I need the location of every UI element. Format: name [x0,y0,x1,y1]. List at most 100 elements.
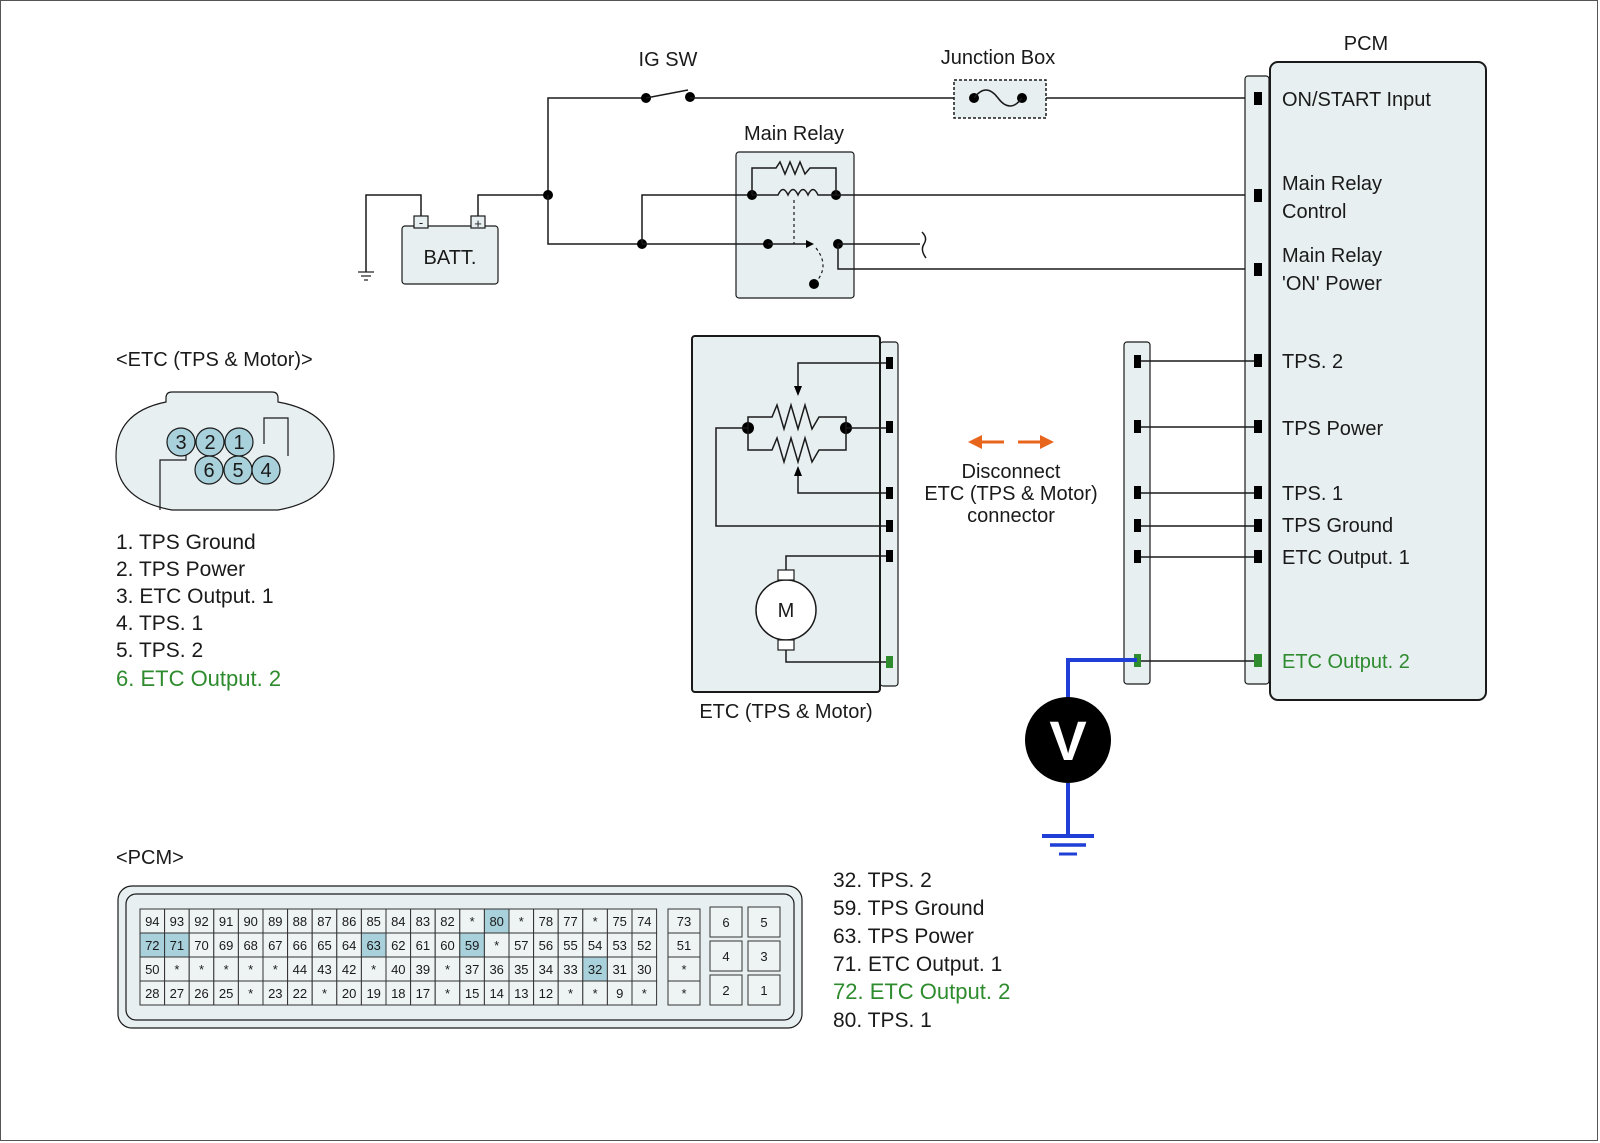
pcm-connector-big-pin [747,906,781,938]
pcm-connector-pin-label: 94 [145,914,159,929]
pcm-connector-pin [262,980,289,1006]
pcm-connector-pin-label: 61 [416,938,430,953]
pcm-connector-pin [237,908,264,934]
pcm-label-tps1: TPS. 1 [1282,483,1343,505]
pcm-connector-pin-label: 36 [489,962,503,977]
pcm-connector-big-pin-label: 3 [760,949,767,964]
pcm-pin-tps-power [1254,420,1262,433]
wire-ig-feed [547,97,646,194]
pcm-connector-pin-label: 33 [563,962,577,977]
pcm-connector-pin-label: 35 [514,962,528,977]
etc-connector-strip [879,341,899,687]
etc-pin-tps1 [886,487,893,499]
pcm-connector-pin-label: 55 [563,938,577,953]
pcm-connector-pin [410,908,436,934]
pcm-label-on-start: ON/START Input [1282,89,1431,111]
pcm-connector-pin [311,980,338,1006]
pcm-connector-pin [667,908,701,934]
pcm-connector-pin-label: 69 [219,938,233,953]
junction-box [953,79,1047,119]
voltmeter-label: V [1049,709,1086,772]
pcm-connector-pin-label: 77 [563,914,577,929]
wire-motor-out2 [785,650,886,663]
pcm-connector-pin-label: 80 [489,914,503,929]
pcm-pin-relay-control [1254,189,1262,202]
etc-face-pin [194,455,224,485]
etc-pin-list-item: 6. ETC Output. 2 [116,666,281,691]
pcm-connector-pin-label: * [248,962,253,977]
pcm-connector-pin-label: * [445,962,450,977]
junction-box-label: Junction Box [941,47,1056,69]
pcm-connector-pin-label: 42 [342,962,356,977]
etc-pin-etc-out1 [886,550,893,562]
pcm-connector-pin-label: 92 [194,914,208,929]
pcm-connector-pin-label: 87 [317,914,331,929]
harness-pin-etc-out1 [1134,550,1141,563]
pcm-connector-pin [557,932,584,958]
pcm-connector-pin-label: 34 [539,962,553,977]
pcm-pin-list-item: 32. TPS. 2 [833,869,932,892]
pcm-connector-pin-label: 50 [145,962,159,977]
pcm-label: PCM [1344,33,1388,55]
wire-tps-ground-int [715,427,886,527]
pcm-connector-pin-label: 43 [317,962,331,977]
pcm-label-tps2: TPS. 2 [1282,351,1343,373]
pcm-connector-pin-label: 63 [366,938,380,953]
wire-tps1-wiper [797,472,886,494]
etc-face-pin-label: 5 [232,460,243,482]
wire-bus-lower [547,195,642,245]
pcm-connector-pin [385,980,412,1006]
etc-connector-pins: 3 2 1 6 5 4 [166,427,281,485]
pcm-connector-pin [385,956,412,982]
pcm-connector-big-pin [709,940,743,972]
battery-minus-label: - [419,215,423,230]
pcm-connector-pin-label: 32 [588,962,602,977]
pcm-connector-pin [360,980,387,1006]
pcm-connector-pin [188,956,215,982]
pcm-connector-pin-label: 66 [293,938,307,953]
pcm-connector-pin-label: 82 [440,914,454,929]
pcm-label-tps-power: TPS Power [1282,418,1383,440]
pcm-connector-pin-label: 23 [268,986,282,1001]
pcm-connector-pin-label: * [322,986,327,1001]
pcm-connector-pin-label: * [224,962,229,977]
pcm-connector-pin-label: 83 [416,914,430,929]
battery-label: BATT. [424,247,477,269]
pcm-connector-pin-label: 27 [170,986,184,1001]
pcm-connector-pin [213,908,239,934]
pcm-connector-pin-label: 19 [366,986,380,1001]
pcm-pin-on-start [1254,92,1262,105]
pcm-connector-pin [287,956,313,982]
pcm-connector-pin-label: 39 [416,962,430,977]
pcm-connector-pin [262,932,289,958]
pcm-connector-pin [287,932,313,958]
battery-plus-label: + [474,216,482,231]
pcm-box [1269,61,1487,701]
pcm-connector-pin [631,980,658,1006]
pcm-connector-pin-label: 75 [612,914,626,929]
pcm-label-tps-ground: TPS Ground [1282,515,1393,537]
pcm-connector-pin-label: * [174,962,179,977]
pcm-connector-pin [385,932,412,958]
disconnect-arrow-icon [968,435,1054,449]
etc-face-pin-label: 3 [175,432,186,454]
pcm-connector-pin-label: * [568,986,573,1001]
pcm-connector-pin-label: * [593,914,598,929]
harness-connector [1123,341,1151,685]
pcm-connector-pin [667,980,701,1006]
ig-switch-contact-b [685,92,695,102]
pcm-label-etc-out1: ETC Output. 1 [1282,547,1410,569]
pcm-connector-pin [311,956,338,982]
pcm-pin-list-item: 63. TPS Power [833,925,974,948]
pcm-connector-pin-label: * [248,986,253,1001]
wire-break-icon [921,231,927,259]
wire-relay-on-power [837,244,1246,270]
harness-pin-tps-ground [1134,519,1141,532]
disconnect-text-2: ETC (TPS & Motor) [924,483,1097,505]
etc-pin-tps-power [886,421,893,433]
pcm-connector-pin-label: 65 [317,938,331,953]
pcm-connector-pin-label: 31 [612,962,626,977]
etc-pin-list-item: 1. TPS Ground [116,531,256,554]
